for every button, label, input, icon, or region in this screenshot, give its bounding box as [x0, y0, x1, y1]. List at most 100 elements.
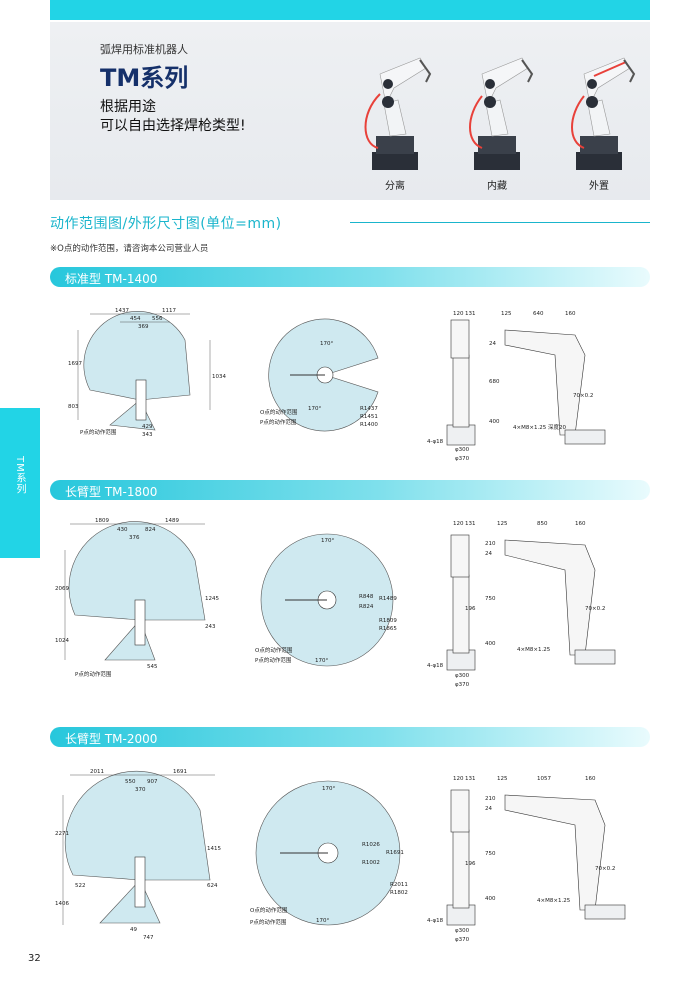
model-band-label: 长臂型 TM-1800 — [65, 485, 158, 499]
dim-label: 2011 — [90, 769, 104, 775]
dim-label: 70×0.2 — [573, 393, 593, 399]
radius-label: R1437 — [360, 406, 378, 412]
dim-label: 4×M8×1.25 深度20 — [513, 423, 566, 431]
dim-label: 550 — [125, 779, 136, 785]
range-label: O点的动作范围 — [250, 906, 288, 914]
robot-caption: 外置 — [589, 181, 609, 192]
dim-label: 4-φ18 — [427, 663, 444, 669]
dim-label: 1245 — [205, 596, 219, 602]
dim-label: 1415 — [207, 846, 221, 852]
dim-label: 243 — [205, 624, 216, 630]
dim-label: 750 — [485, 851, 496, 857]
radius-label: R1802 — [390, 890, 408, 896]
top-range-diagram-tm1400: 170° 170° R1437 R1451 R1400 O点的动作范围 P点的动… — [260, 310, 400, 440]
radius-label: R1002 — [362, 860, 380, 866]
section-rule — [350, 222, 650, 223]
range-label: P点的动作范围 — [260, 418, 297, 426]
robot-image-internal: 内藏 — [452, 44, 542, 194]
dim-label: 400 — [485, 641, 496, 647]
angle-label: 170° — [322, 786, 335, 792]
page-number: 32 — [28, 953, 41, 964]
dim-label: 125 — [497, 776, 508, 782]
dim-label: 454 — [130, 316, 141, 322]
radius-label: R2011 — [390, 882, 408, 888]
dim-label: 4-φ18 — [427, 439, 444, 445]
dim-label: 1697 — [68, 361, 82, 367]
outline-drawing-tm2000: 120 131 125 1057 160 210 24 750 196 400 … — [425, 770, 635, 945]
dim-label: 343 — [142, 432, 153, 438]
dim-label: 125 — [497, 521, 508, 527]
dim-label: 1691 — [173, 769, 187, 775]
dim-label: 400 — [485, 896, 496, 902]
dim-label: 125 — [501, 311, 512, 317]
hero-subtitle: 弧焊用标准机器人 — [100, 43, 188, 56]
dim-label: φ370 — [455, 937, 470, 943]
section-note: ※O点的动作范围，请咨询本公司营业人员 — [50, 244, 209, 254]
outline-drawing-tm1400: 120 131 125 640 160 24 680 400 70×0.2 4×… — [425, 305, 625, 465]
dim-label: 210 — [485, 796, 496, 802]
radius-label: R824 — [359, 604, 374, 610]
dim-label: 2069 — [55, 586, 69, 592]
dim-label: 522 — [75, 883, 86, 889]
dim-label: 680 — [489, 379, 500, 385]
dim-label: 1117 — [162, 308, 176, 314]
angle-label: 170° — [308, 406, 321, 412]
dim-label: 160 — [585, 776, 596, 782]
dim-label: 196 — [465, 861, 476, 867]
angle-label: 170° — [315, 658, 328, 664]
dim-label: 747 — [143, 935, 154, 940]
dim-label: 160 — [565, 311, 576, 317]
angle-label: 170° — [321, 538, 334, 544]
range-label: P点的动作范围 — [75, 670, 112, 678]
dim-label: φ370 — [455, 456, 470, 462]
dim-label: φ300 — [455, 447, 470, 453]
radius-label: R1809 — [379, 618, 397, 624]
dim-label: 131 — [465, 311, 476, 317]
angle-label: 170° — [320, 341, 333, 347]
dim-label: 1057 — [537, 776, 551, 782]
radius-label: R848 — [359, 594, 374, 600]
dim-label: φ300 — [455, 673, 470, 679]
dim-label: 640 — [533, 311, 544, 317]
hero-description: 根据用途 可以自由选择焊枪类型! — [100, 99, 246, 134]
top-range-diagram-tm1800: 170° 170° R848 R1489 R824 R1809 R1865 O点… — [255, 530, 415, 680]
dim-label: 4-φ18 — [427, 918, 444, 924]
dim-label: 210 — [485, 541, 496, 547]
hero-banner: 弧焊用标准机器人 TM系列 根据用途 可以自由选择焊枪类型! 分离 — [50, 22, 650, 200]
dim-label: 4×M8×1.25 — [517, 647, 551, 653]
radius-label: R1691 — [386, 850, 404, 856]
dim-label: 1489 — [165, 518, 179, 524]
dim-label: 120 — [453, 311, 464, 317]
dim-label: 369 — [138, 324, 149, 330]
angle-label: 170° — [316, 918, 329, 924]
side-range-diagram-tm1800: 1809 1489 430 824 376 2069 1024 1245 545… — [55, 510, 235, 680]
radius-label: R1451 — [360, 414, 378, 420]
top-range-diagram-tm2000: 170° 170° R1026 R1002 R1691 R2011 R1802 … — [250, 778, 420, 938]
dim-label: 2271 — [55, 831, 69, 837]
hero-title: TM系列 — [100, 64, 189, 92]
robot-caption: 内藏 — [487, 181, 507, 192]
robot-image-separate: 分离 — [350, 44, 440, 194]
radius-label: R1026 — [362, 842, 380, 848]
dim-label: 624 — [207, 883, 218, 889]
dim-label: 24 — [485, 806, 492, 812]
model-band-tm1800: 长臂型 TM-1800 — [50, 480, 650, 500]
range-label: P点的动作范围 — [80, 428, 117, 436]
robot-illustration — [364, 57, 432, 170]
robot-caption: 分离 — [385, 181, 405, 192]
dim-label: 545 — [147, 664, 158, 670]
radius-label: R1400 — [360, 422, 378, 428]
dim-label: 160 — [575, 521, 586, 527]
dim-label: 1024 — [55, 638, 69, 644]
dim-label: 120 — [453, 521, 464, 527]
side-range-diagram-tm1400: 1437 1117 454 556 369 1697 803 1034 429 … — [60, 300, 230, 450]
outline-drawing-tm1800: 120 131 125 850 160 210 24 750 196 400 7… — [425, 515, 625, 690]
model-band-tm2000: 长臂型 TM-2000 — [50, 727, 650, 747]
dim-label: 1437 — [115, 308, 129, 314]
dim-label: φ300 — [455, 928, 470, 934]
robot-illustration — [469, 57, 534, 170]
dim-label: 1034 — [212, 374, 226, 380]
dim-label: φ370 — [455, 682, 470, 688]
robot-illustration — [571, 57, 636, 170]
dim-label: 824 — [145, 527, 156, 533]
